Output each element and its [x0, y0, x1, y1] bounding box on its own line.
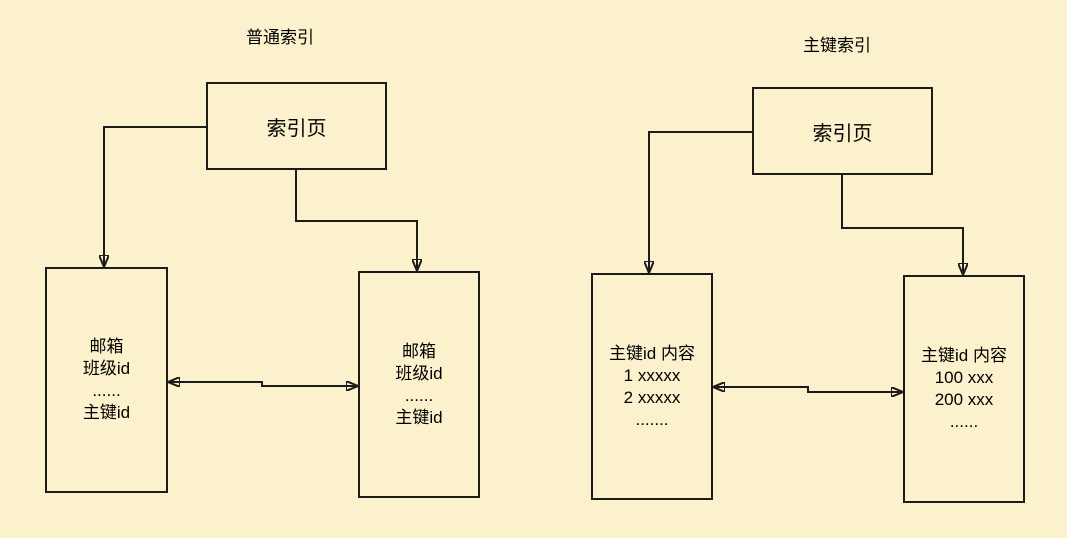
leaf-line-primarykey: 主键id: [395, 407, 443, 427]
leaf-line-row1: 1 xxxxx: [623, 365, 681, 385]
connector-primary-indexpage-to-left-leaf-arrow: [649, 131, 752, 272]
primary-index-section-title: 主键索引: [803, 36, 871, 55]
leaf-line-ellipsis: ......: [949, 412, 979, 431]
primary-index-page-box: 索引页: [752, 87, 933, 175]
primary-leaf-bidirectional-arrow: [714, 387, 902, 392]
leaf-line-classid: 班级id: [395, 363, 443, 383]
leaf-line-primarykey: 主键id: [82, 403, 131, 422]
normal-leaf-bidirectional-arrow: [169, 382, 357, 386]
leaf-line-row2: 200 xxx: [934, 390, 994, 409]
primary-left-leaf-box: 主键id 内容 1 xxxxx 2 xxxxx .......: [591, 273, 713, 500]
leaf-line-ellipsis: ......: [404, 385, 434, 405]
primary-right-leaf-box: 主键id 内容 100 xxx 200 xxx ......: [903, 275, 1025, 503]
leaf-line-row2: 2 xxxxx: [623, 387, 681, 407]
leaf-line-header: 主键id 内容: [921, 346, 1007, 365]
connector-normal-indexpage-to-right-leaf-arrow: [295, 170, 417, 270]
connector-primary-indexpage-to-right-leaf-arrow: [841, 175, 963, 274]
normal-left-leaf-box: 邮箱 班级id ...... 主键id: [45, 267, 168, 493]
leaf-line-ellipsis: .......: [635, 409, 669, 429]
normal-index-page-box: 索引页: [206, 82, 387, 170]
primary-index-page-label: 索引页: [812, 122, 873, 145]
leaf-line-email: 邮箱: [402, 341, 436, 361]
leaf-line-email: 邮箱: [89, 337, 124, 356]
connector-normal-indexpage-to-left-leaf-arrow: [104, 126, 206, 266]
leaf-line-row1: 100 xxx: [934, 368, 994, 387]
normal-index-page-label: 索引页: [266, 117, 327, 140]
leaf-line-header: 主键id 内容: [609, 343, 695, 363]
normal-index-section-title: 普通索引: [246, 28, 314, 47]
leaf-line-classid: 班级id: [82, 359, 131, 378]
leaf-line-ellipsis: ......: [92, 381, 121, 400]
normal-right-leaf-box: 邮箱 班级id ...... 主键id: [358, 271, 480, 498]
